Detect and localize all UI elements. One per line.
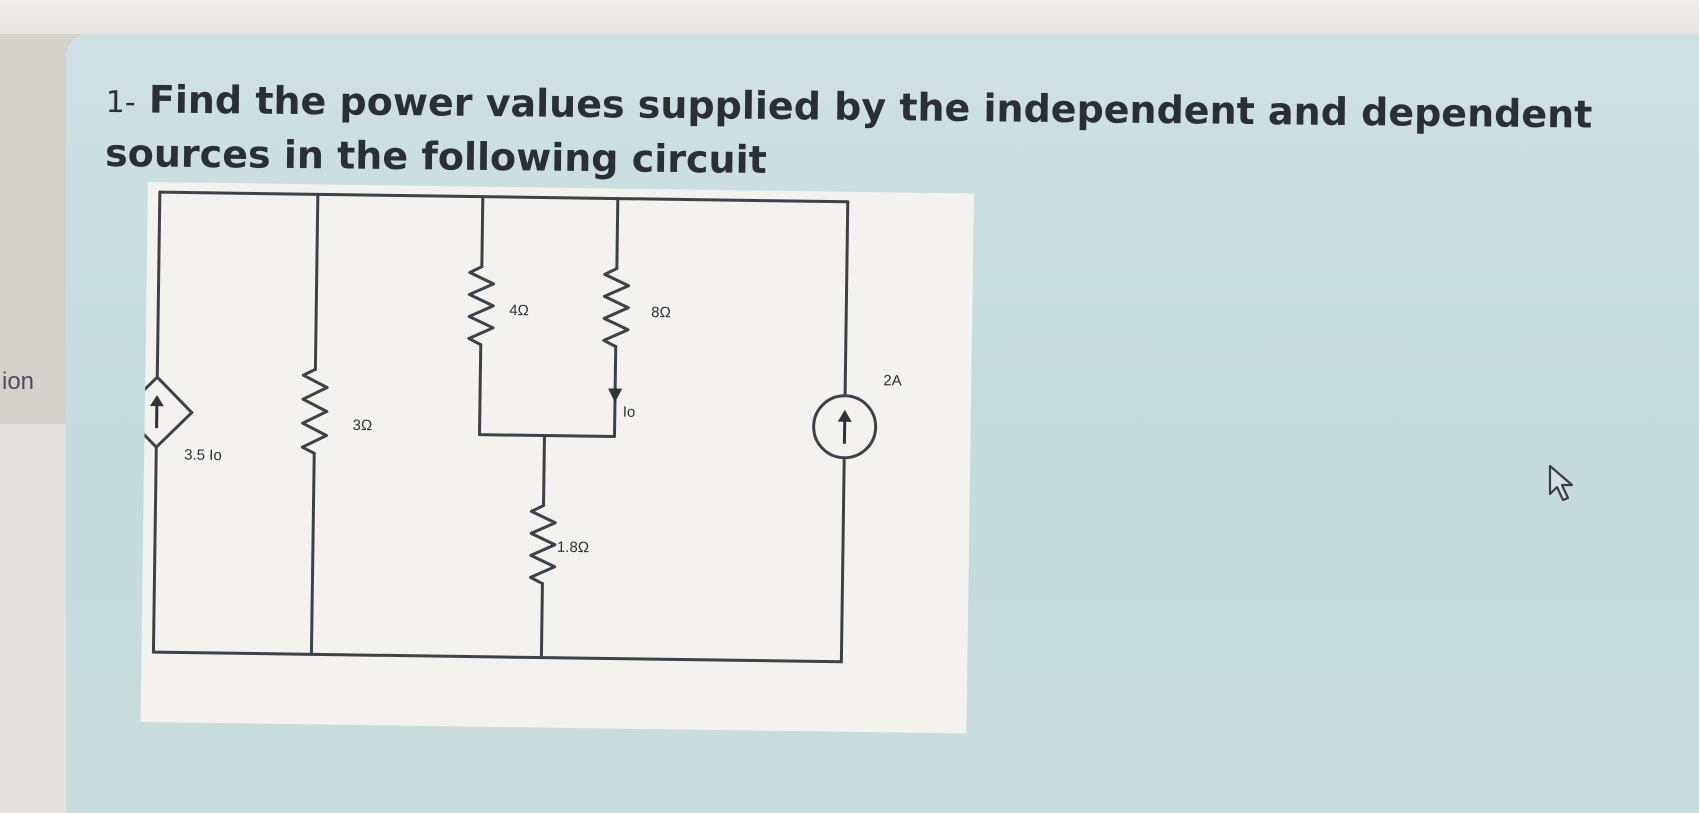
r3-label: 3Ω [353,417,373,434]
question-text: 1- Find the power values supplied by the… [105,74,1676,194]
top-wire [158,190,850,204]
r18-wire-top [542,434,546,508]
resistor-3-icon [300,367,329,455]
r8-wire-top [615,197,620,271]
question-number: 1- [105,84,136,121]
current-source-2a-icon [812,394,878,460]
resistor-1-8-icon [529,504,557,586]
mouse-pointer-icon [1548,464,1582,511]
r4-wire-bottom [478,343,616,439]
current-arrow-icon [608,388,623,403]
bottom-wire [151,650,843,664]
r3-wire-bottom [309,451,316,656]
left-wire-top [155,190,162,379]
current-source-label: 2A [883,372,902,389]
resistor-8-icon [602,267,631,349]
dependent-source-icon [140,375,194,450]
r18-label: 1.8Ω [557,539,589,556]
r4-wire-top [480,195,485,269]
right-wire-bottom [839,455,846,664]
right-wire-top [843,200,850,399]
r3-wire-top [313,192,320,371]
current-io-label: Io [623,404,636,421]
r8-label: 8Ω [651,304,671,321]
r18-wire-bottom [539,582,544,660]
dependent-source-label: 3.5 Io [184,447,222,465]
r4-label: 4Ω [509,302,529,319]
resistor-4-icon [467,265,496,347]
question-body: Find the power values supplied by the in… [104,77,1593,182]
circuit-svg: 3.5 Io 3Ω 4Ω 8Ω Io 2A 1.8Ω [140,190,902,664]
side-label: ion [2,368,35,395]
left-wire-bottom [151,445,158,654]
circuit-diagram: 3.5 Io 3Ω 4Ω 8Ω Io 2A 1.8Ω [140,182,974,734]
window-top-strip [0,0,1699,40]
